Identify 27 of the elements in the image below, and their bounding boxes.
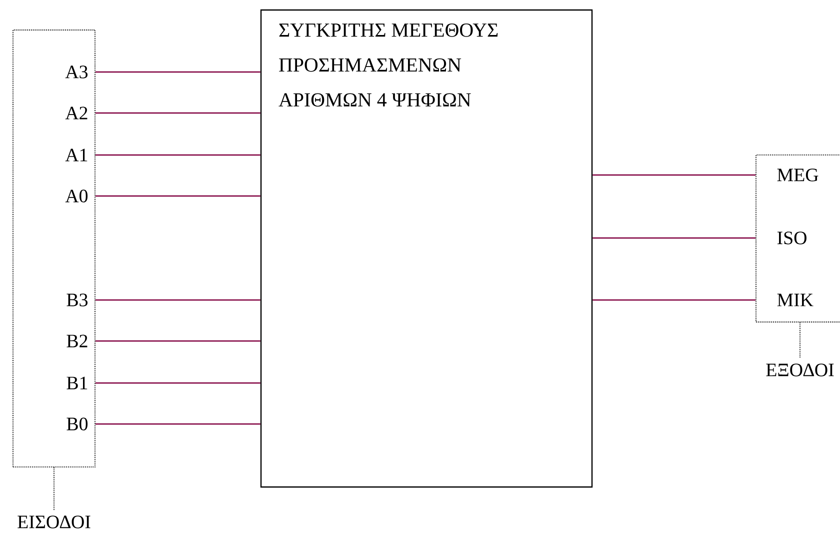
pin-label: B3 [66, 294, 88, 306]
wire [95, 423, 260, 425]
wire [592, 174, 756, 176]
wire [95, 154, 260, 156]
pin-label: MEG [777, 168, 818, 182]
wire [95, 195, 260, 197]
pin-label: B0 [66, 418, 88, 430]
pin-label: B2 [66, 334, 88, 348]
pin-label: A0 [65, 190, 88, 202]
wire [592, 237, 756, 239]
pin-label: MIK [777, 294, 814, 306]
wire [95, 340, 260, 342]
pin-label: B1 [66, 376, 88, 390]
pin-label: A2 [65, 106, 88, 120]
group-box [12, 30, 96, 468]
wire [95, 299, 260, 301]
pin-label: A1 [65, 148, 88, 162]
wire [95, 112, 260, 114]
wire [95, 382, 260, 384]
pin-label: ISO [777, 232, 806, 244]
pin-label: A3 [65, 66, 88, 78]
comparator-box: ΣΥΓΚΡΙΤΗΣ ΜΕΓΕΘΟΥΣ ΠΡΟΣΗΜΑΣΜΕΝΩΝ ΑΡΙΘΜΩΝ 4 ΨΗΦΙΩΝ [260, 9, 593, 488]
wire [592, 299, 756, 301]
wire [95, 71, 260, 73]
group-caption: ΕΙΣΟΔΟΙ [18, 516, 90, 528]
group-caption: ΕΞΟΔΟΙ [766, 364, 834, 376]
group-box [756, 154, 840, 322]
